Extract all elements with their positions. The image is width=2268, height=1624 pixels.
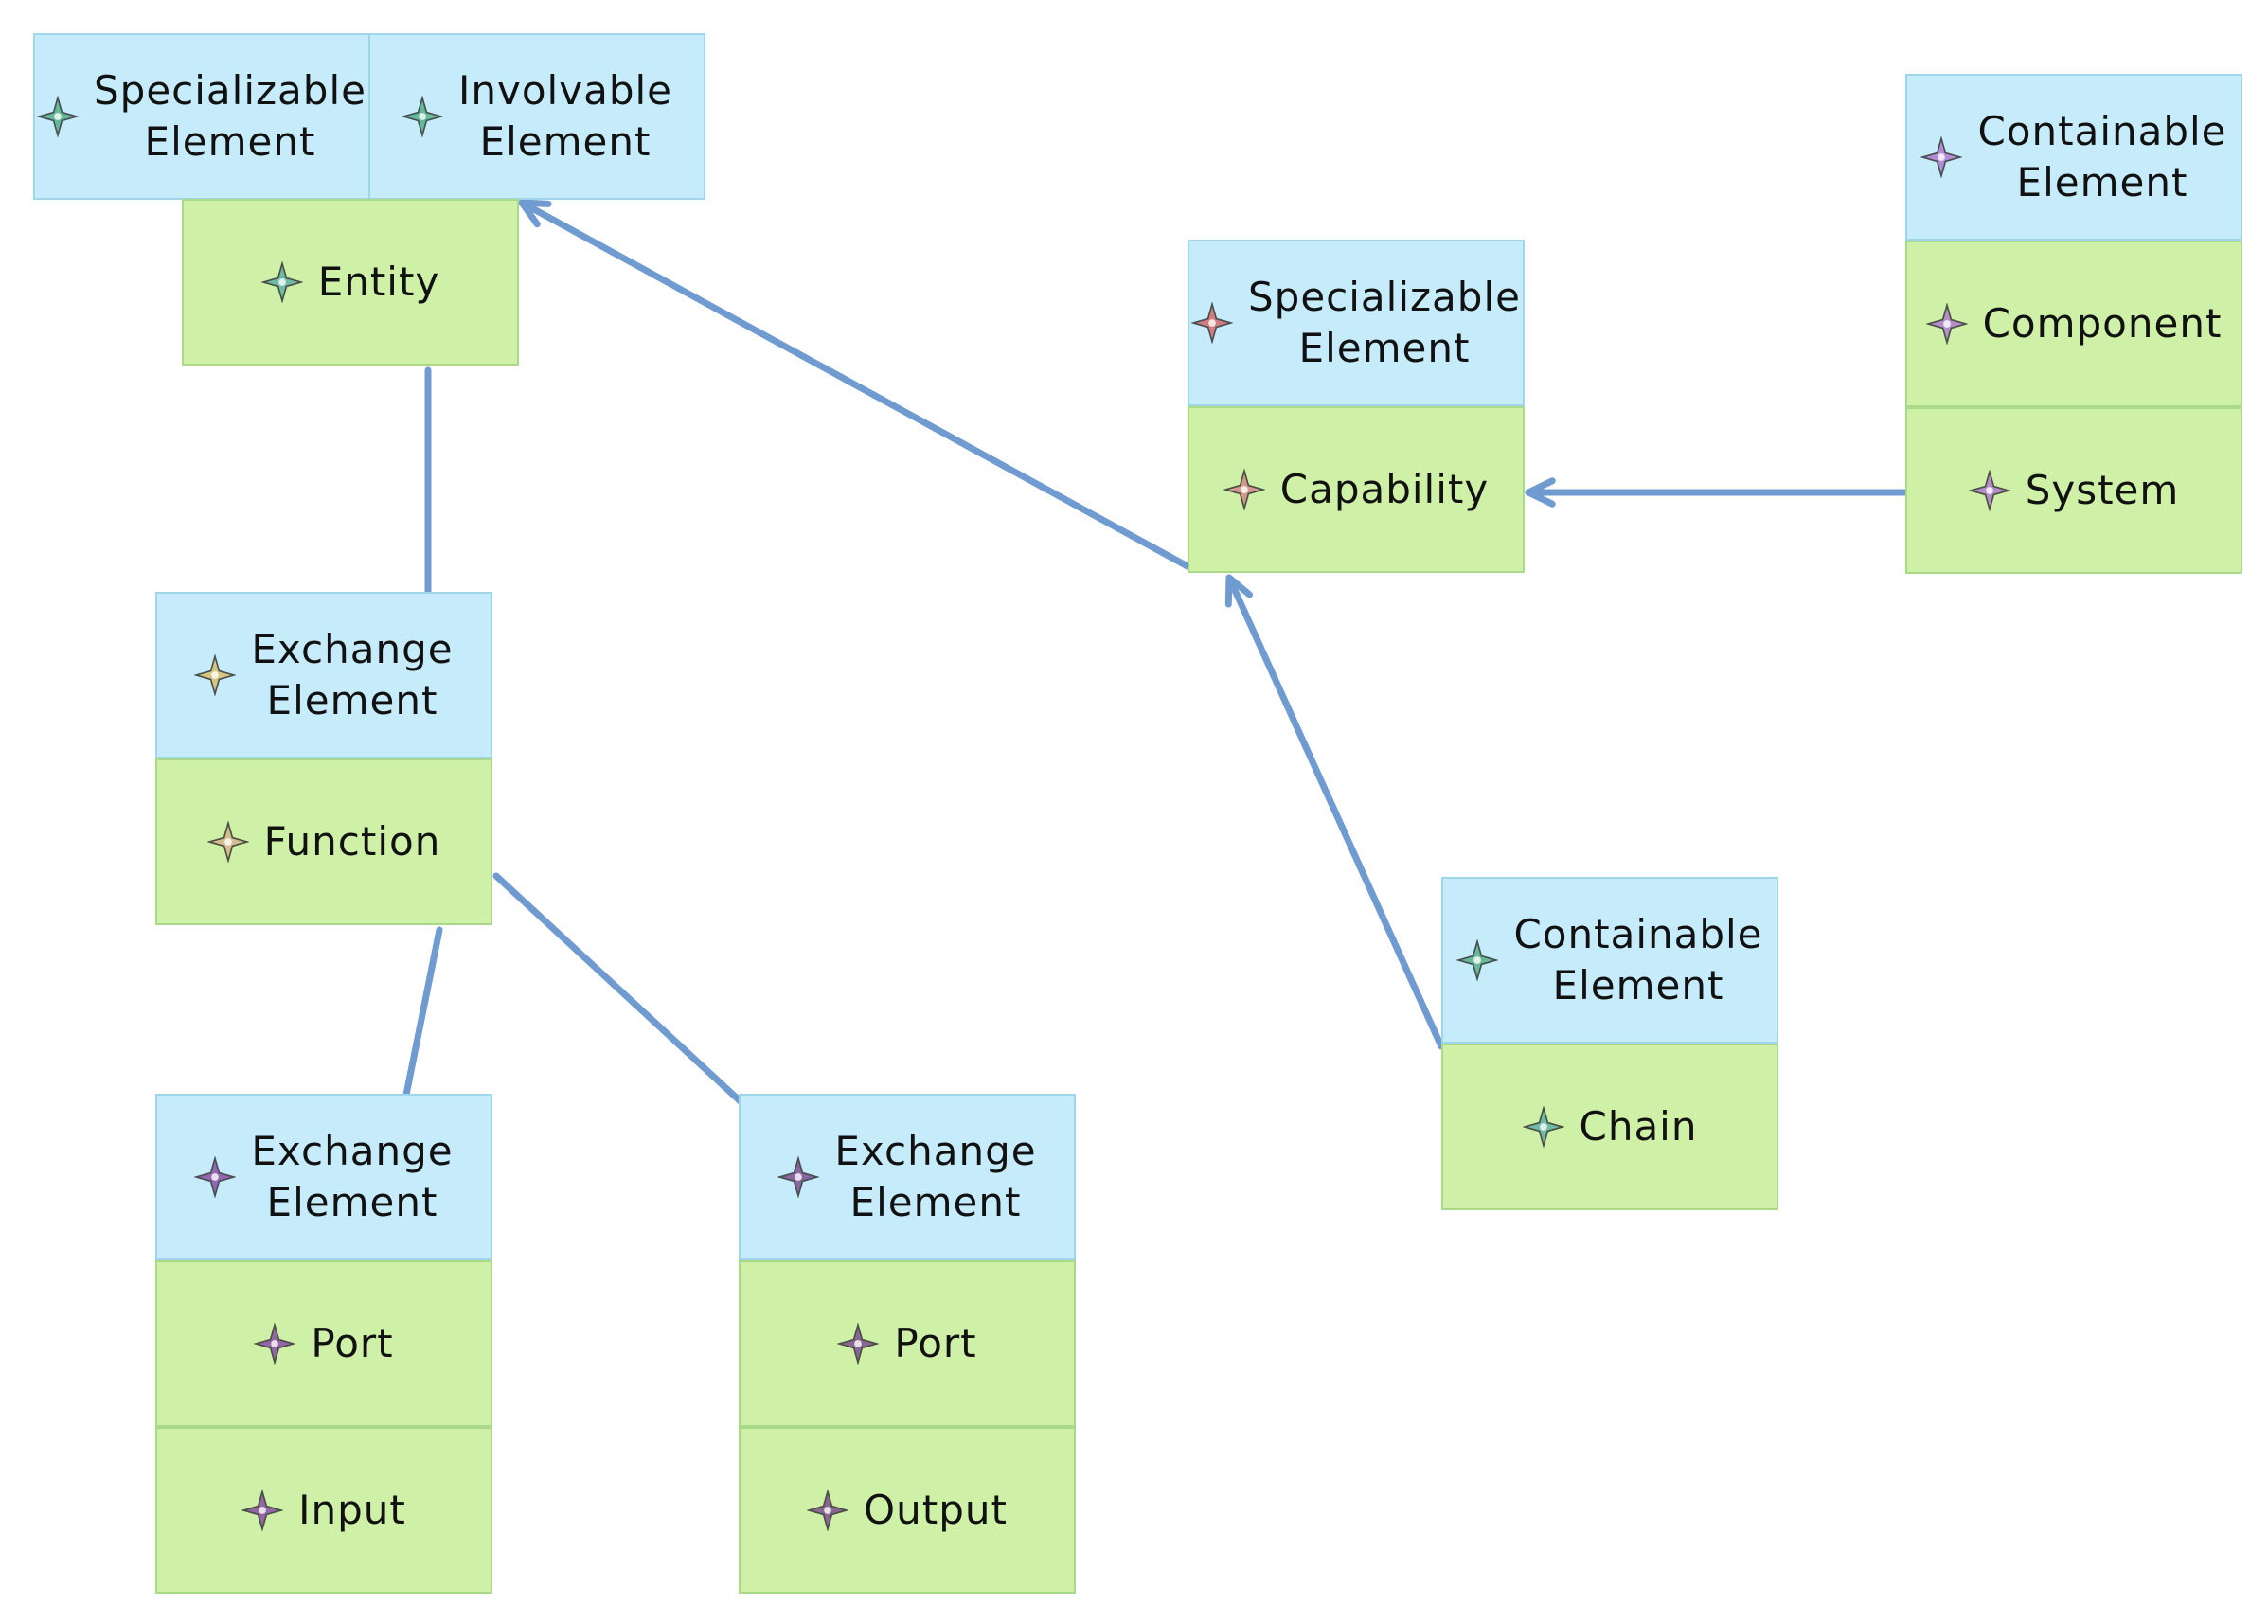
node-containable-element[interactable]: Containable Element (1441, 877, 1778, 1044)
node-label: Chain (1579, 1103, 1698, 1150)
node-label: Component (1982, 300, 2223, 347)
node-involvable-element[interactable]: Involvable Element (368, 33, 705, 200)
node-label: Specializable Element (1248, 274, 1521, 371)
node-capability[interactable]: Capability (1188, 406, 1525, 573)
node-label: Entity (317, 259, 440, 305)
node-port[interactable]: Port (155, 1260, 492, 1427)
purple-sparkle-icon (836, 1322, 881, 1365)
node-exchange-element[interactable]: Exchange Element (155, 1094, 492, 1260)
lavender-sparkle-icon (1967, 469, 2011, 512)
node-label: System (2025, 467, 2180, 513)
node-label: Input (298, 1487, 406, 1533)
node-label: Specializable Element (94, 67, 366, 165)
teal-sparkle-icon (1521, 1105, 1565, 1149)
node-function[interactable]: Function (155, 758, 492, 925)
node-label: Involvable Element (458, 67, 672, 165)
node-containable-element[interactable]: Containable Element (1905, 74, 2242, 241)
node-label: Port (894, 1320, 977, 1366)
purple-sparkle-icon (241, 1489, 284, 1532)
node-label: Containable Element (1513, 911, 1763, 1008)
red-sparkle-icon (1190, 301, 1234, 345)
node-exchange-element[interactable]: Exchange Element (739, 1094, 1076, 1260)
edge-chain-to-capability (1225, 574, 1445, 1050)
green-sparkle-icon (36, 95, 80, 138)
red-sparkle-icon (1222, 468, 1266, 511)
purple-sparkle-icon (193, 1155, 238, 1199)
edge-capability-to-entity (518, 199, 1191, 570)
node-entity[interactable]: Entity (182, 199, 519, 366)
node-specializable-element[interactable]: Specializable Element (1188, 240, 1525, 406)
node-label: Port (311, 1320, 394, 1366)
lavender-sparkle-icon (1924, 302, 1969, 346)
node-label: Exchange Element (251, 1128, 454, 1225)
node-system[interactable]: System (1905, 407, 2242, 574)
node-label: Capability (1279, 466, 1490, 512)
node-chain[interactable]: Chain (1441, 1044, 1778, 1210)
node-input[interactable]: Input (155, 1427, 492, 1594)
node-output[interactable]: Output (739, 1427, 1076, 1594)
node-label: Containable Element (1977, 108, 2227, 205)
arrowhead-capability-to-entity (518, 199, 552, 228)
node-specializable-element[interactable]: Specializable Element (33, 33, 370, 200)
yellow-sparkle-icon (205, 820, 250, 864)
green-sparkle-icon (1455, 938, 1500, 982)
purple-sparkle-icon (806, 1489, 849, 1532)
arrowhead-chain-to-capability (1224, 574, 1253, 608)
node-port[interactable]: Port (739, 1260, 1076, 1427)
purple-sparkle-icon (253, 1322, 297, 1365)
node-exchange-element[interactable]: Exchange Element (155, 592, 492, 758)
arrowhead-system-to-capability (1525, 477, 1556, 508)
node-label: Exchange Element (251, 626, 454, 723)
node-component[interactable]: Component (1905, 241, 2242, 407)
node-label: Function (263, 818, 441, 865)
green-sparkle-icon (401, 95, 444, 138)
node-label: Output (864, 1487, 1008, 1533)
teal-sparkle-icon (259, 260, 304, 304)
purple-sparkle-icon (777, 1155, 821, 1199)
node-label: Exchange Element (834, 1128, 1037, 1225)
yellow-sparkle-icon (193, 653, 238, 697)
lavender-sparkle-icon (1920, 135, 1964, 179)
